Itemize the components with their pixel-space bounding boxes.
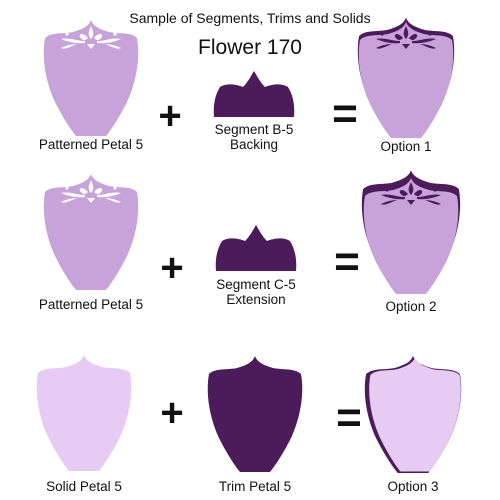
patterned-petal-row1 [43, 20, 139, 136]
option-label-row1: Option 1 [380, 139, 432, 154]
diagram-title: Flower 170 [198, 36, 302, 59]
option3-petal [364, 355, 462, 473]
option2-petal [361, 170, 461, 294]
trim-petal [207, 356, 303, 472]
option-label-row2: Option 2 [385, 299, 437, 314]
patterned-petal-label-row2: Patterned Petal 5 [38, 297, 144, 312]
plus-sign-row2: + [160, 246, 184, 290]
segment-label-row1-line2: Backing [229, 137, 279, 152]
trim-petal-label: Trim Petal 5 [218, 479, 292, 494]
equals-sign-row3: = [336, 393, 362, 442]
equals-sign-row2: = [334, 237, 360, 286]
segment-label-row2-line2: Extension [226, 292, 286, 307]
option1-petal [357, 17, 455, 138]
equals-sign-row1: = [332, 89, 358, 138]
plus-sign-row1: + [158, 94, 182, 138]
segment-b5-backing-shape [213, 71, 295, 117]
header-text: Sample of Segments, Trims and Solids [129, 10, 371, 26]
segment-label-row1-line1: Segment B-5 [214, 122, 294, 137]
option-label-row3: Option 3 [387, 479, 439, 494]
patterned-petal-label-row1: Patterned Petal 5 [38, 137, 144, 152]
plus-sign-row3: + [160, 391, 184, 435]
solid-petal-label: Solid Petal 5 [46, 479, 122, 494]
segment-label-row2-line1: Segment C-5 [216, 277, 296, 292]
patterned-petal-row2 [43, 174, 139, 290]
solid-petal [36, 355, 132, 471]
segment-c5-extension-shape [215, 225, 297, 271]
